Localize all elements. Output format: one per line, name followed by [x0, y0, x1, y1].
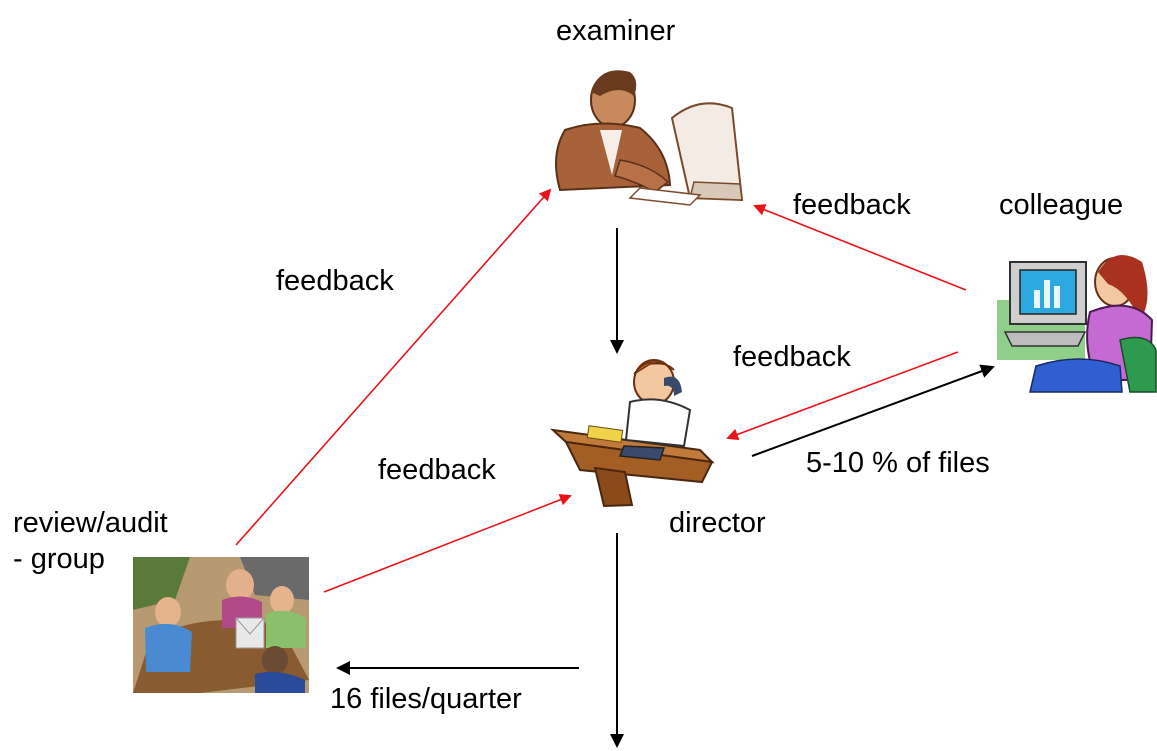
examiner-label: examiner: [556, 15, 676, 47]
review-group-photo: [133, 557, 309, 693]
director-label: director: [669, 507, 766, 539]
colleague-label: colleague: [999, 189, 1124, 221]
colleague-icon: [997, 254, 1157, 393]
group-label: - group: [13, 543, 105, 575]
feedback-arrow-review-to-director: [323, 494, 572, 593]
feedback-arrow-review-to-examiner: [235, 188, 552, 546]
feedback-arrow-colleague-to-director: [726, 351, 959, 441]
arrow-director-to-colleague: [751, 364, 995, 457]
examiner-icon: [555, 70, 744, 206]
director-icon: [549, 359, 715, 508]
feedback-label-colleague-examiner: feedback: [793, 189, 911, 221]
files-to-review-label: 16 files/quarter: [330, 683, 522, 715]
feedback-label-review-examiner: feedback: [276, 265, 394, 297]
feedback-label-review-director: feedback: [378, 454, 496, 486]
feedback-arrow-colleague-to-examiner: [753, 204, 967, 291]
files-to-colleague-label: 5-10 % of files: [806, 447, 990, 479]
feedback-label-colleague-director: feedback: [733, 341, 851, 373]
review-audit-label: review/audit: [13, 507, 168, 539]
